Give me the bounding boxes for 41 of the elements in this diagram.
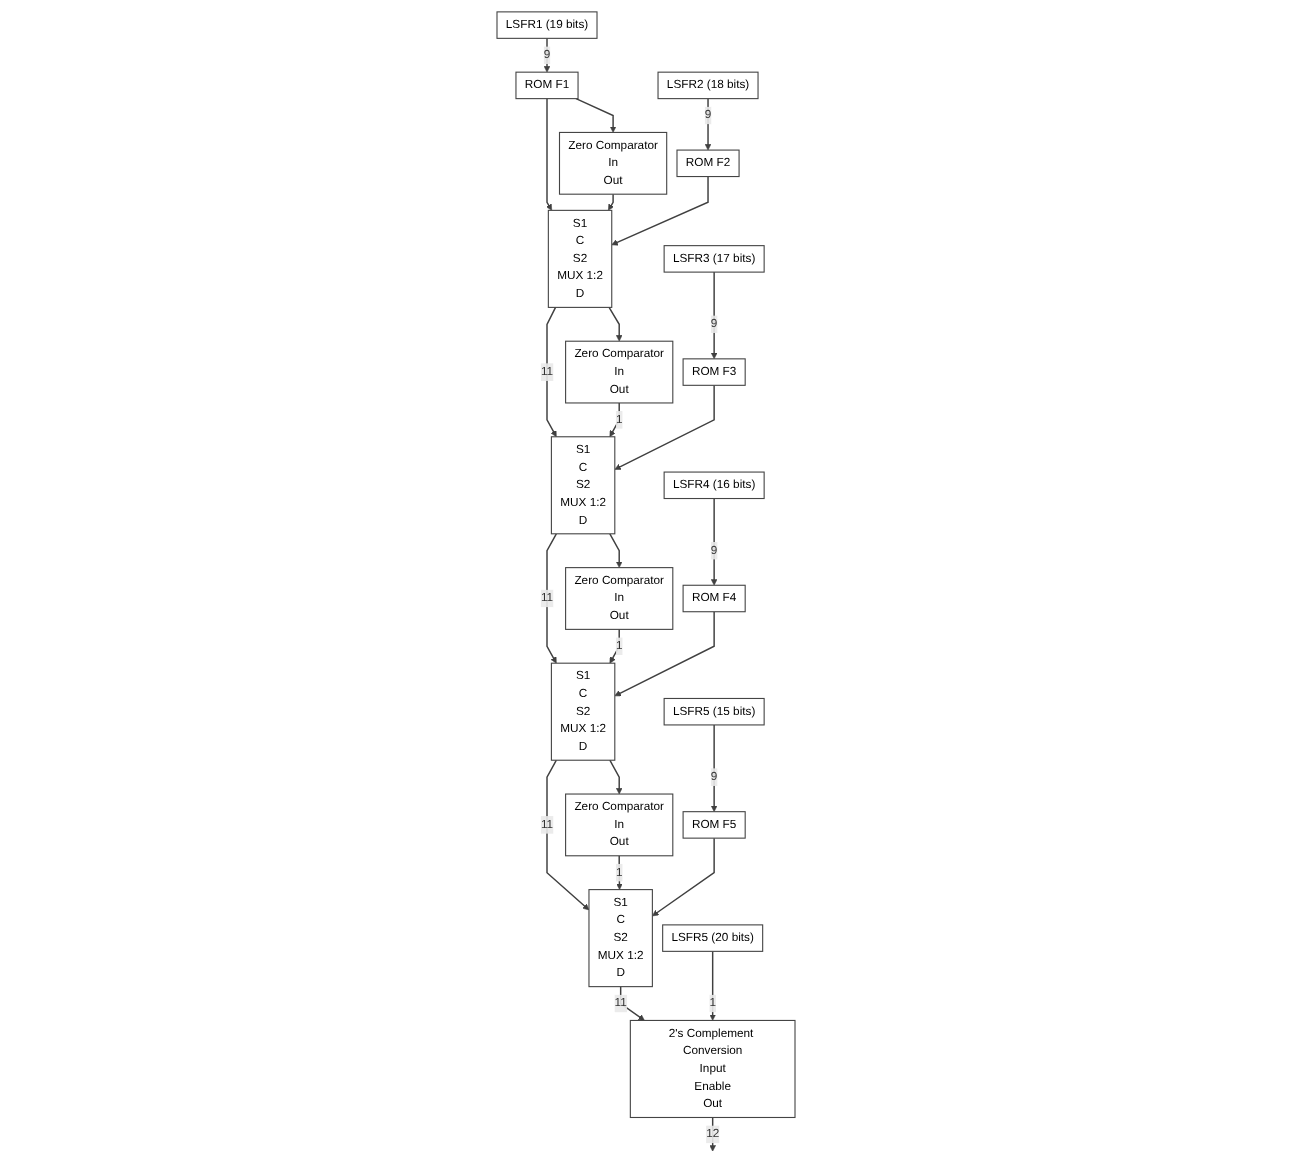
node-box	[682, 810, 746, 838]
arrow	[609, 532, 623, 567]
arrow	[546, 305, 557, 437]
arrow	[546, 532, 558, 663]
arrow	[608, 305, 623, 341]
node-box	[547, 208, 613, 307]
node-box	[565, 566, 674, 629]
node-box	[663, 696, 765, 725]
arrow	[709, 949, 716, 1020]
node-box	[663, 244, 765, 272]
node-box	[558, 130, 668, 194]
arrow	[611, 174, 709, 245]
node-box	[550, 435, 616, 534]
node-box	[682, 583, 746, 612]
arrow	[608, 192, 615, 210]
node-box	[515, 70, 579, 99]
arrow	[710, 723, 718, 811]
node-box	[662, 923, 764, 951]
arrow	[652, 836, 715, 916]
arrow	[614, 610, 715, 696]
node-box	[682, 357, 746, 385]
arrow	[543, 36, 551, 72]
arrow	[710, 496, 718, 585]
node-box	[663, 470, 765, 499]
node-box	[657, 70, 759, 99]
node-box	[550, 661, 616, 760]
arrow	[704, 96, 712, 150]
arrow	[609, 758, 623, 794]
node-box	[676, 148, 740, 177]
arrow	[619, 984, 645, 1020]
arrow	[709, 1115, 716, 1151]
arrow	[614, 383, 715, 469]
node-box	[496, 10, 598, 38]
node-box	[565, 339, 674, 403]
arrow	[710, 270, 718, 359]
node-box	[565, 792, 674, 856]
node-box	[588, 888, 653, 987]
node-box	[629, 1018, 796, 1118]
arrow	[545, 96, 552, 210]
arrow	[575, 96, 617, 132]
arrow	[546, 758, 590, 910]
